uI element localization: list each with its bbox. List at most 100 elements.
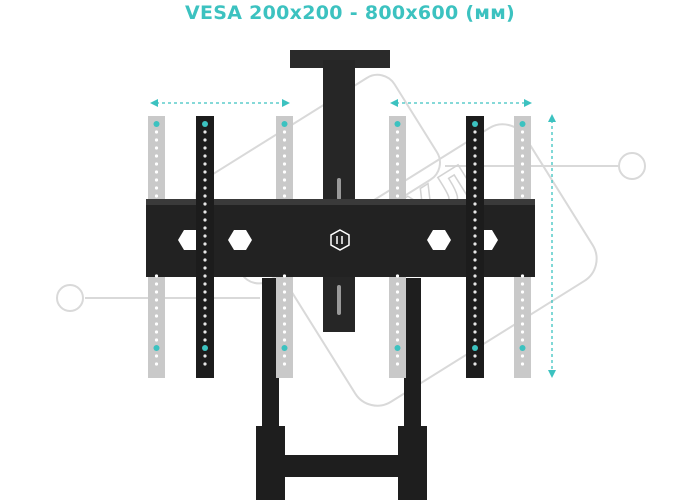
bracket-hole	[473, 314, 477, 318]
bracket-hole	[395, 338, 400, 342]
bracket-hole	[520, 154, 525, 158]
bracket-hole	[395, 282, 400, 286]
bracket-hole	[282, 194, 287, 198]
bracket-hole	[203, 226, 207, 230]
bracket-hole	[520, 290, 525, 294]
bracket-hole	[154, 162, 159, 166]
bracket-hole	[154, 194, 159, 198]
bracket-hole	[520, 298, 525, 302]
bracket-hole	[395, 306, 400, 310]
bracket-hole	[203, 258, 207, 262]
bracket-hole	[203, 194, 207, 198]
bracket-hole	[520, 314, 525, 318]
bracket-hole	[282, 130, 287, 134]
vesa-mount-hole-marker	[472, 345, 478, 351]
bracket-hole	[473, 290, 477, 294]
bracket-hole	[473, 138, 477, 142]
bracket-hole	[395, 330, 400, 334]
bracket-hole	[520, 162, 525, 166]
bracket-hole	[203, 162, 207, 166]
vesa-mount-hole-marker	[519, 121, 526, 127]
bracket-hole	[203, 306, 207, 310]
bracket-hole	[203, 354, 207, 358]
bracket-hole	[203, 274, 207, 278]
bracket-hole	[473, 202, 477, 206]
bracket-hole	[203, 290, 207, 294]
bracket-hole	[520, 354, 525, 358]
bracket-hole	[203, 314, 207, 318]
bracket-hole	[282, 314, 287, 318]
bracket-hole	[154, 306, 159, 310]
bracket-hole	[395, 162, 400, 166]
bracket-hole	[203, 202, 207, 206]
bracket-hole	[520, 194, 525, 198]
bracket-hole	[395, 138, 400, 142]
bracket-hole	[154, 354, 159, 358]
bracket-hole	[395, 362, 400, 366]
bracket-hole	[154, 298, 159, 302]
bracket-hole	[395, 354, 400, 358]
bracket-hole	[520, 130, 525, 134]
bracket-hole	[395, 146, 400, 150]
dark-brackets	[196, 116, 484, 378]
bracket-hole	[395, 186, 400, 190]
central-column	[290, 50, 390, 332]
bracket-hole	[203, 186, 207, 190]
vesa-mount-hole-marker	[281, 345, 288, 351]
bracket-hole	[154, 362, 159, 366]
bracket-hole	[203, 146, 207, 150]
bracket-hole	[282, 354, 287, 358]
bracket-hole	[203, 242, 207, 246]
bracket-hole	[154, 146, 159, 150]
bracket-hole	[473, 194, 477, 198]
bracket-hole	[520, 186, 525, 190]
bracket-hole	[473, 250, 477, 254]
bracket-hole	[282, 282, 287, 286]
bracket-hole	[395, 322, 400, 326]
arrow-heads	[150, 99, 556, 378]
bracket-hole	[473, 210, 477, 214]
bracket-hole	[282, 362, 287, 366]
vesa-mount-hole-marker	[394, 345, 401, 351]
bracket-hole	[473, 298, 477, 302]
vesa-mount-hole-marker	[472, 121, 478, 127]
bracket-hole	[282, 306, 287, 310]
bracket-hole	[473, 274, 477, 278]
bracket-hole	[203, 282, 207, 286]
bracket-hole	[395, 290, 400, 294]
vesa-mount-hole-marker	[202, 345, 208, 351]
bracket-hole	[154, 154, 159, 158]
vesa-mount-hole-marker	[519, 345, 526, 351]
hexagon-logo-icon	[330, 229, 350, 251]
bracket-hole	[473, 178, 477, 182]
bracket-hole	[203, 130, 207, 134]
bracket-hole	[282, 298, 287, 302]
bracket-hole	[203, 210, 207, 214]
stand-legs	[256, 278, 427, 500]
bracket-hole	[395, 170, 400, 174]
bracket-hole	[473, 130, 477, 134]
bracket-hole	[520, 322, 525, 326]
bracket-hole	[395, 154, 400, 158]
bracket-hole	[203, 178, 207, 182]
bracket-hole	[473, 242, 477, 246]
bracket-hole	[282, 274, 287, 278]
bracket-hole	[473, 282, 477, 286]
bracket-hole	[520, 274, 525, 278]
bracket-hole	[154, 274, 159, 278]
bracket-holes	[153, 121, 526, 366]
beam-hex-hole	[228, 230, 252, 250]
bracket-hole	[282, 146, 287, 150]
bracket-hole	[282, 338, 287, 342]
bracket-hole	[154, 290, 159, 294]
bracket-hole	[395, 314, 400, 318]
bracket-hole	[520, 362, 525, 366]
bracket-hole	[473, 186, 477, 190]
bracket-hole	[395, 130, 400, 134]
bracket-hole	[282, 170, 287, 174]
bracket-hole	[395, 194, 400, 198]
bracket-hole	[154, 322, 159, 326]
bracket-hole	[473, 162, 477, 166]
bracket-hole	[203, 330, 207, 334]
